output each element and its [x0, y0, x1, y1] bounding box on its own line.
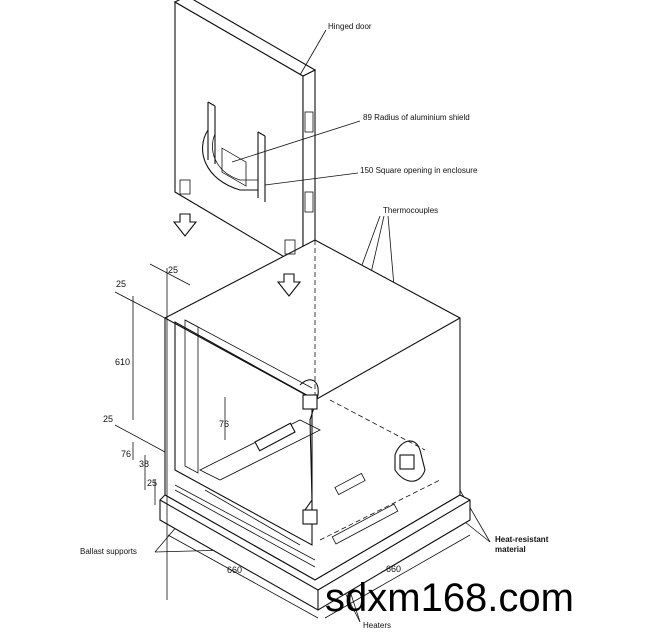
dim-support-height: 76 — [219, 419, 230, 429]
hinged-door — [172, 0, 317, 269]
dim-frame-depth-top: 25 — [168, 265, 179, 275]
label-heaters: Heaters — [363, 621, 392, 630]
label-square-opening: 150 Square opening in enclosure — [360, 166, 478, 175]
dim-gap-76: 76 — [121, 449, 132, 459]
dim-width-right: 660 — [386, 564, 402, 574]
dim-gap-38: 38 — [139, 459, 150, 469]
dim-gap-25: 25 — [147, 478, 158, 488]
enclosure-box — [159, 239, 471, 611]
label-heat-resistant-material: material — [495, 545, 526, 554]
label-ballast-supports: Ballast supports — [80, 547, 137, 556]
dimension-lines — [114, 263, 471, 619]
dim-width-left: 660 — [227, 565, 243, 575]
watermark: sdxm168.com — [325, 576, 574, 620]
label-heat-resistant: Heat-resistant — [495, 535, 549, 544]
label-hinged-door: Hinged door — [328, 22, 372, 31]
dim-frame-width-top: 25 — [116, 279, 127, 289]
label-thermocouples: Thermocouples — [383, 206, 439, 215]
dim-bottom-frame: 25 — [103, 414, 114, 424]
label-shield-radius: 89 Radius of aluminium shield — [363, 113, 470, 122]
dim-height: 610 — [115, 357, 131, 367]
